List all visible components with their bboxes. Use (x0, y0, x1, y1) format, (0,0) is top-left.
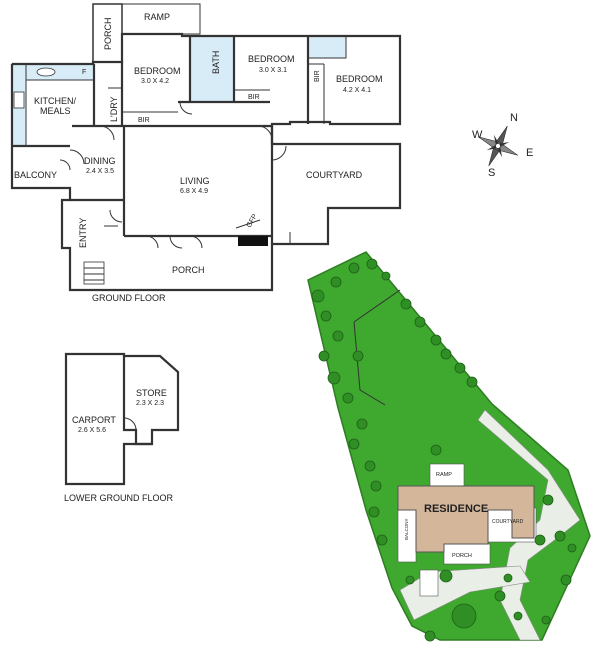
store-dims: 2.3 X 2.3 (136, 400, 164, 407)
entry-stairs (83, 261, 105, 285)
bir-label-2: BIR (248, 94, 260, 101)
lower-ground-floor-title: LOWER GROUND FLOOR (64, 493, 174, 503)
compass-north: N (510, 112, 518, 124)
bedroom1-dims: 3.0 X 4.2 (141, 78, 169, 85)
bedroom3-dims: 4.2 X 4.1 (343, 87, 371, 94)
site-ramp-label: RAMP (436, 472, 452, 478)
compass-rose: N E S W (472, 112, 533, 179)
kitchen-label-line1: KITCHEN/ (34, 96, 77, 106)
fridge-label: F (82, 69, 86, 76)
bedroom2-dims: 3.0 X 3.1 (259, 67, 287, 74)
carport-label: CARPORT (72, 415, 116, 425)
site-courtyard-label: COURTYARD (492, 519, 524, 525)
compass-west: W (472, 129, 483, 141)
ground-floor-plan: RAMP PORCH BEDROOM 3.0 X 4.2 BATH BEDROO… (10, 3, 402, 303)
porch-label: PORCH (172, 265, 205, 275)
stove-icon (13, 91, 25, 109)
bir-label-1: BIR (138, 117, 150, 124)
courtyard-label: COURTYARD (306, 170, 363, 180)
lower-ground-floor-plan: CARPORT 2.6 X 5.6 STORE 2.3 X 2.3 LOWER … (64, 352, 180, 503)
bir-right-label: BIR (314, 70, 321, 82)
laundry-label: L'DRY (109, 96, 119, 122)
ground-floor-title: GROUND FLOOR (92, 293, 166, 303)
residence-label: RESIDENCE (424, 503, 488, 515)
dining-label: DINING (84, 156, 116, 166)
porch-top-label: PORCH (103, 17, 113, 50)
sink-icon (36, 67, 56, 77)
carport-dims: 2.6 X 5.6 (78, 427, 106, 434)
living-dims: 6.8 X 4.9 (180, 188, 208, 195)
ramp-label: RAMP (144, 12, 170, 22)
compass-east: E (526, 147, 533, 159)
store-label: STORE (136, 388, 167, 398)
site-plan: RESIDENCE RAMP COURTYARD BALCONY PORCH (307, 251, 591, 642)
compass-south: S (488, 167, 495, 179)
bedroom3-label: BEDROOM (336, 74, 383, 84)
fireplace (238, 236, 268, 246)
residence-footprint (397, 485, 535, 553)
site-trees (311, 258, 577, 642)
balcony-label: BALCONY (14, 170, 57, 180)
ensuite-area (307, 35, 347, 59)
site-balcony-label: BALCONY (404, 518, 409, 540)
ramp-area (121, 3, 201, 35)
site-porch-label: PORCH (452, 553, 472, 559)
kitchen-label-line2: MEALS (40, 106, 71, 116)
bedroom1-label: BEDROOM (134, 66, 181, 76)
bedroom2-label: BEDROOM (248, 54, 295, 64)
entry-label: ENTRY (78, 218, 88, 248)
dining-dims: 2.4 X 3.5 (86, 168, 114, 175)
house-outline (10, 32, 402, 292)
bath-label: BATH (211, 51, 221, 74)
living-label: LIVING (180, 176, 210, 186)
